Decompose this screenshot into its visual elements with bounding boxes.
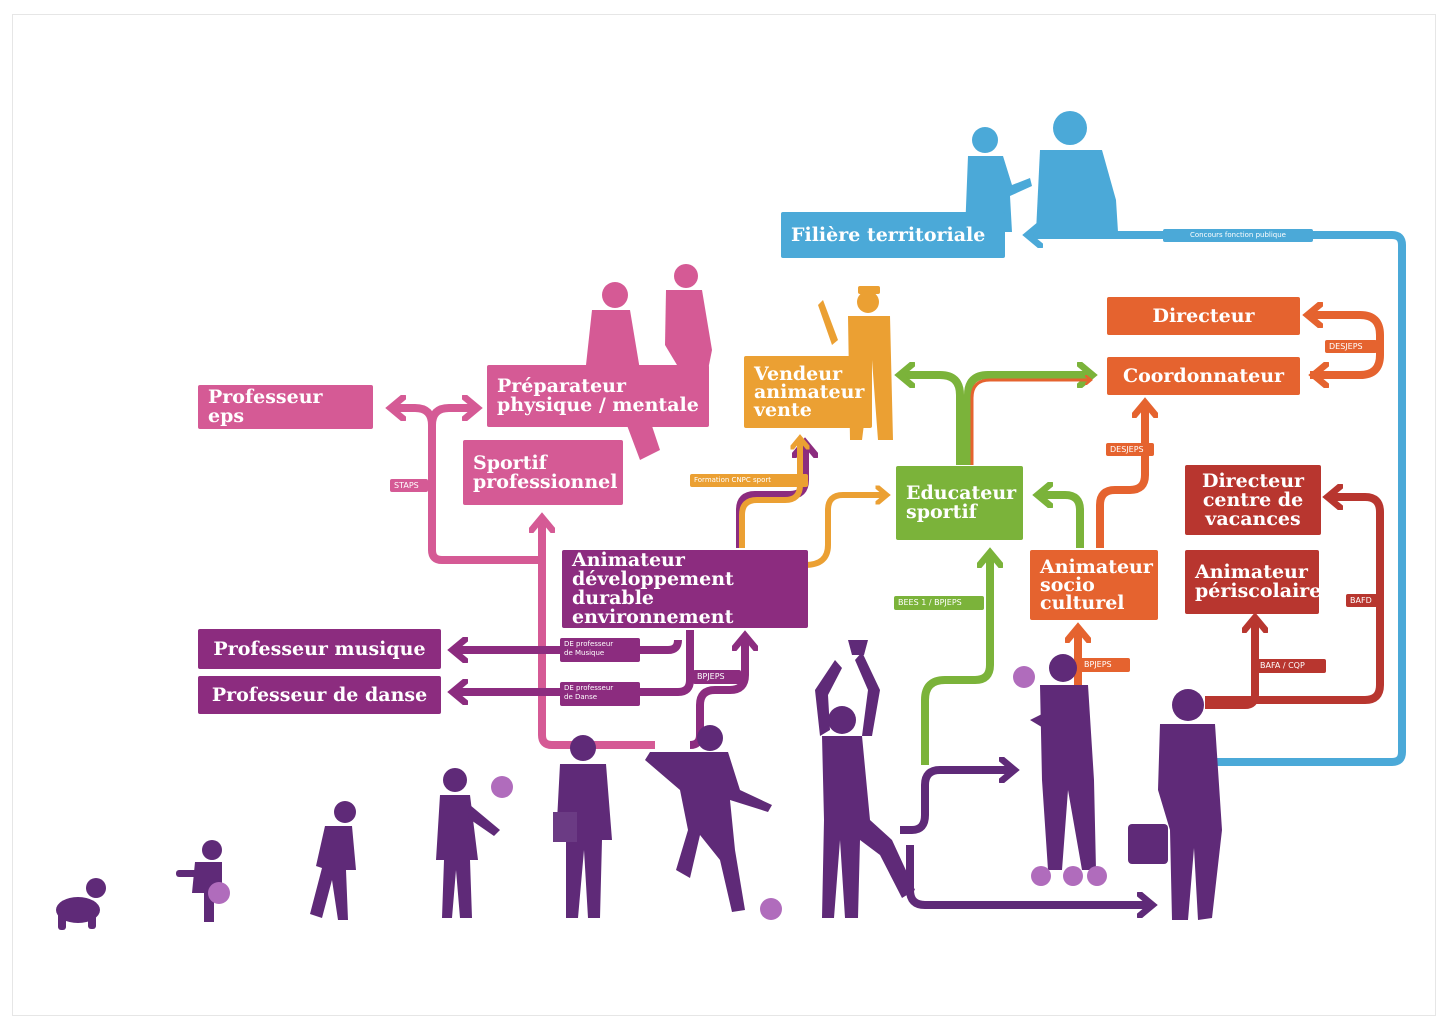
box-educateur-sportif: Educateur sportif <box>896 466 1023 540</box>
pink-path-eps <box>393 408 436 426</box>
green-path-educateur <box>921 555 990 765</box>
footballer-figure <box>645 725 772 912</box>
blue-path <box>1030 235 1406 766</box>
box-animateur-dd: Animateur développement durable environn… <box>562 550 808 628</box>
tag-staps: STAPS <box>390 479 428 492</box>
coach-figure <box>1030 654 1096 870</box>
tag-desjeps-top: DESJEPS <box>1325 340 1377 353</box>
baby-crawling-figure <box>56 878 106 930</box>
teen-with-book-figure <box>553 735 612 918</box>
ball-icon <box>1031 866 1051 886</box>
ball-icon <box>491 776 513 798</box>
couple-sitting-figure <box>586 264 712 460</box>
ball-icon <box>208 882 230 904</box>
dpurple-path-business <box>906 845 1150 905</box>
box-sportif-professionnel: Sportif professionnel <box>463 440 623 505</box>
ored-path-socio-educ <box>1040 495 1084 548</box>
toddler-ball-figure <box>176 840 222 922</box>
tag-bpjeps-dd: BPJEPS <box>693 670 741 684</box>
businessman-figure <box>1128 689 1222 920</box>
ball-icon <box>1013 666 1035 688</box>
box-directeur: Directeur <box>1107 297 1300 335</box>
kid-with-ball-figure <box>436 768 500 918</box>
box-professeur-musique: Professeur musique <box>198 629 441 669</box>
box-directeur-centre: Directeur centre de vacances <box>1185 465 1321 535</box>
box-coordonnateur: Coordonnateur <box>1107 357 1300 395</box>
tag-concours: Concours fonction publique <box>1163 229 1313 242</box>
orange-path-vendeur <box>739 440 800 548</box>
box-filiere-territoriale: Filière territoriale <box>781 212 1005 258</box>
tag-bafd: BAFD <box>1346 594 1382 607</box>
pink-path-staps <box>428 408 542 564</box>
tag-bees-bpjeps: BEES 1 / BPJEPS <box>894 596 984 610</box>
box-professeur-eps: Professeur eps <box>198 385 373 429</box>
red-path-peri <box>1205 620 1255 709</box>
ball-icon <box>1063 866 1083 886</box>
tag-de-musique: DE professeur de Musique <box>560 638 640 662</box>
box-animateur-socio: Animateur socio culturel <box>1030 550 1158 620</box>
pink-path-main <box>542 520 655 749</box>
orange-path-right <box>970 380 1090 465</box>
box-animateur-periscolaire: Animateur périscolaire <box>1185 550 1321 614</box>
purple-path-danse <box>455 630 694 692</box>
green-path-left <box>902 375 964 465</box>
tag-bafa-cqp: BAFA / CQP <box>1256 659 1326 673</box>
tag-bpjeps-socio: BPJEPS <box>1080 658 1130 672</box>
purple-path-musique <box>455 640 682 650</box>
box-professeur-danse: Professeur de danse <box>198 676 441 714</box>
child-walking-figure <box>310 801 356 920</box>
ored-path-desjeps <box>1310 315 1384 379</box>
green-path-right <box>964 375 1090 465</box>
dpurple-path-coach <box>900 770 1012 834</box>
box-vendeur: Vendeur animateur vente <box>744 356 872 428</box>
ball-icon <box>1087 866 1107 886</box>
tag-de-danse: DE professeur de Danse <box>560 682 640 706</box>
tag-desjeps-mid: DESJEPS <box>1106 443 1154 456</box>
tag-formation-cnpc: Formation CNPC sport <box>690 474 808 487</box>
orange-path-educateur <box>804 495 885 568</box>
ball-icon <box>760 898 782 920</box>
ored-path-coord <box>1096 405 1145 548</box>
athlete-trophy-figure <box>815 640 915 918</box>
box-preparateur: Préparateur physique / mentale <box>487 365 709 427</box>
